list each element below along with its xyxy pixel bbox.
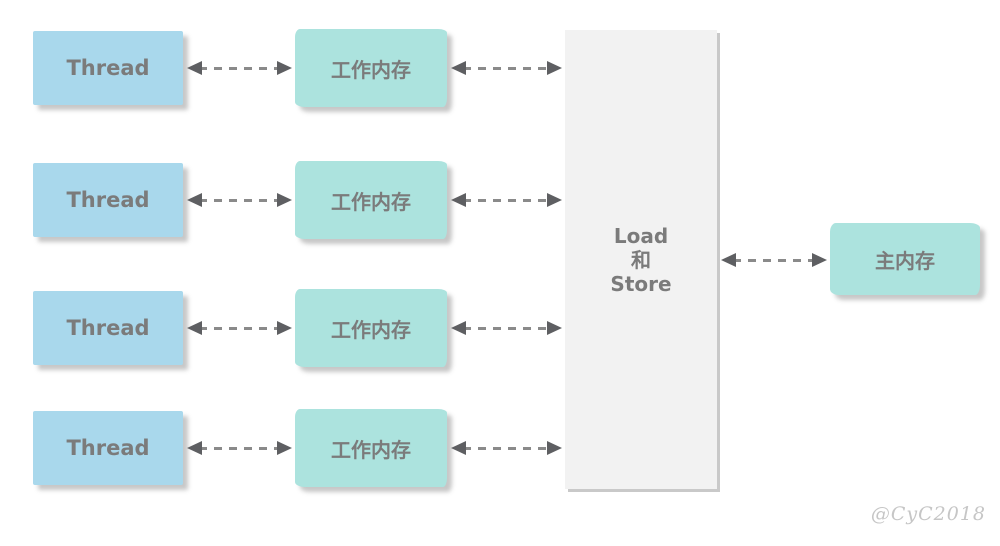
workmem-loadstore-arrow-icon [451, 192, 562, 208]
workmem-loadstore-arrow-icon [451, 440, 562, 456]
thread-box: Thread [33, 163, 183, 237]
dashed-line [463, 446, 550, 450]
arrowhead-left-icon [187, 61, 202, 75]
working-memory-label: 工作内存 [331, 189, 411, 214]
arrowhead-left-icon [721, 253, 736, 267]
arrowhead-right-icon [547, 321, 562, 335]
load-store-line: Store [610, 271, 672, 296]
dashed-line [199, 198, 280, 202]
thread-box: Thread [33, 31, 183, 105]
loadstore-mainmem-arrow-icon [721, 252, 827, 268]
main-memory-box: 主内存 [830, 223, 980, 295]
arrowhead-right-icon [547, 61, 562, 75]
arrowhead-left-icon [451, 441, 466, 455]
arrowhead-right-icon [277, 61, 292, 75]
working-memory-label: 工作内存 [331, 317, 411, 342]
arrowhead-left-icon [187, 193, 202, 207]
watermark: @CyC2018 [870, 503, 986, 525]
thread-workmem-arrow-icon [187, 192, 292, 208]
arrowhead-right-icon [277, 321, 292, 335]
arrowhead-right-icon [547, 441, 562, 455]
working-memory-box: 工作内存 [295, 409, 447, 487]
arrowhead-right-icon [547, 193, 562, 207]
dashed-line [463, 326, 550, 330]
working-memory-box: 工作内存 [295, 289, 447, 367]
dashed-line [733, 258, 815, 262]
workmem-loadstore-arrow-icon [451, 320, 562, 336]
dashed-line [199, 446, 280, 450]
arrowhead-left-icon [451, 193, 466, 207]
thread-workmem-arrow-icon [187, 60, 292, 76]
thread-label: Thread [66, 436, 150, 460]
dashed-line [463, 198, 550, 202]
load-store-panel: Load 和 Store [565, 30, 717, 489]
thread-box: Thread [33, 411, 183, 485]
arrowhead-right-icon [812, 253, 827, 267]
arrowhead-left-icon [187, 321, 202, 335]
working-memory-label: 工作内存 [331, 57, 411, 82]
working-memory-box: 工作内存 [295, 161, 447, 239]
arrowhead-right-icon [277, 441, 292, 455]
dashed-line [199, 326, 280, 330]
main-memory-label: 主内存 [875, 248, 935, 273]
arrowhead-left-icon [451, 61, 466, 75]
thread-box: Thread [33, 291, 183, 365]
working-memory-label: 工作内存 [331, 437, 411, 462]
thread-workmem-arrow-icon [187, 320, 292, 336]
load-store-line: Load [613, 223, 669, 248]
workmem-loadstore-arrow-icon [451, 60, 562, 76]
load-store-line: 和 [630, 247, 651, 272]
thread-label: Thread [66, 316, 150, 340]
dashed-line [199, 66, 280, 70]
arrowhead-left-icon [451, 321, 466, 335]
arrowhead-right-icon [277, 193, 292, 207]
working-memory-box: 工作内存 [295, 29, 447, 107]
thread-label: Thread [66, 56, 150, 80]
load-store-label: Load 和 Store [610, 224, 671, 296]
dashed-line [463, 66, 550, 70]
thread-workmem-arrow-icon [187, 440, 292, 456]
arrowhead-left-icon [187, 441, 202, 455]
thread-label: Thread [66, 188, 150, 212]
